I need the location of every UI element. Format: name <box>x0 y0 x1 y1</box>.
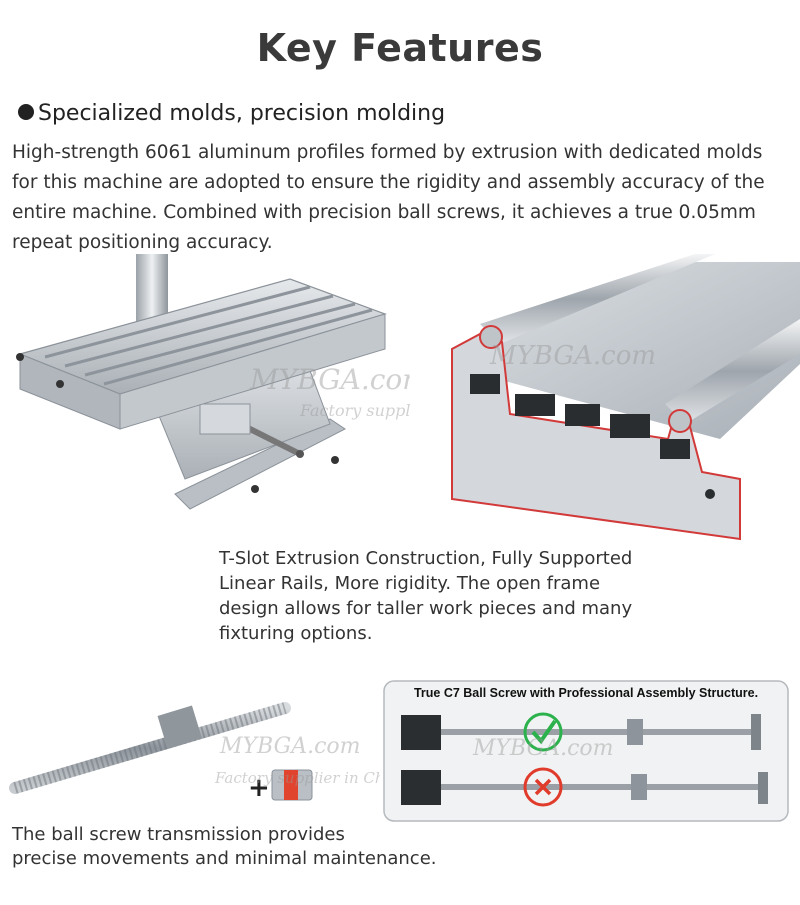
extrusion-caption: T-Slot Extrusion Construction, Fully Sup… <box>219 546 679 646</box>
check-icon <box>531 719 557 745</box>
plus-icon: + <box>248 773 270 803</box>
cross-icon <box>534 778 552 796</box>
watermark-brand-2: MYBGA.com <box>489 341 656 371</box>
section-heading-text: Specialized molds, precision molding <box>38 101 446 126</box>
ball-screw-drawing: + MYBGA.com Factory supplier in China <box>9 702 380 803</box>
comparison-drawing: True C7 Ball Screw with Professional Ass… <box>383 680 789 822</box>
caption-line: T-Slot Extrusion Construction, Fully Sup… <box>219 548 633 569</box>
cross-slide-table-drawing: MYBGA.com Factory supplier in China <box>16 254 410 510</box>
bullet-icon <box>18 104 34 120</box>
ball-screw-caption: The ball screw transmission provides pre… <box>12 823 532 871</box>
extrusion-profile-image: MYBGA.com <box>440 254 800 544</box>
watermark-tagline-3: Factory supplier in China <box>214 769 380 787</box>
section-heading: Specialized molds, precision molding <box>18 101 445 126</box>
page-title: Key Features <box>256 26 544 70</box>
cross-slide-table-image: MYBGA.com Factory supplier in China <box>0 254 410 528</box>
watermark-brand-4: MYBGA.com <box>472 736 614 761</box>
intro-line: High-strength 6061 aluminum profiles for… <box>12 142 763 163</box>
extrusion-profile-drawing: MYBGA.com <box>451 254 800 541</box>
intro-line: repeat positioning accuracy. <box>12 232 273 253</box>
caption-line: Linear Rails, More rigidity. The open fr… <box>219 573 601 594</box>
intro-line: for this machine are adopted to ensure t… <box>12 172 765 193</box>
watermark-brand-3: MYBGA.com <box>219 734 361 759</box>
caption-line: design allows for taller work pieces and… <box>219 598 633 619</box>
caption-line: fixturing options. <box>219 623 373 644</box>
watermark-brand: MYBGA.com <box>249 363 410 396</box>
panel-title: True C7 Ball Screw with Professional Ass… <box>414 686 758 700</box>
intro-paragraph: High-strength 6061 aluminum profiles for… <box>12 138 792 258</box>
ball-screw-coupling-image: + MYBGA.com Factory supplier in China <box>0 688 380 813</box>
caption-line: The ball screw transmission provides <box>12 824 345 845</box>
caption-line: precise movements and minimal maintenanc… <box>12 848 437 869</box>
intro-line: entire machine. Combined with precision … <box>12 202 756 223</box>
ball-screw-comparison-panel: True C7 Ball Screw with Professional Ass… <box>383 680 789 822</box>
watermark-tagline: Factory supplier in China <box>299 401 410 420</box>
